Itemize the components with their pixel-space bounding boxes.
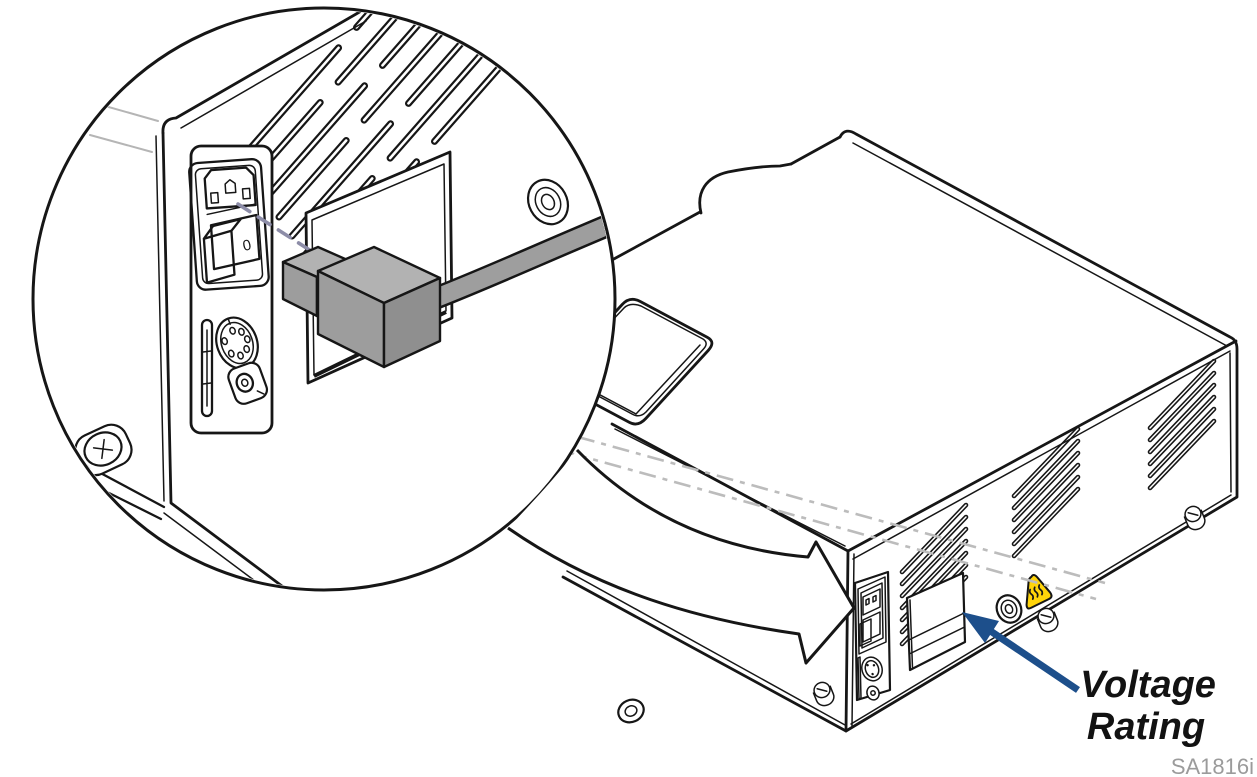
- vent-slat: [1013, 488, 1079, 557]
- vent-slat: [381, 10, 492, 67]
- vent-slat: [264, 84, 366, 200]
- mini-card-slot: [857, 656, 862, 700]
- vent-slat: [1149, 372, 1215, 441]
- power-switch: 0: [202, 213, 261, 284]
- vent-slat: [901, 528, 967, 597]
- rear-vents-middle: [1011, 426, 1081, 559]
- mini-aux-jack: [866, 685, 880, 701]
- vent-slat: [362, 10, 505, 122]
- magnifier-circle: [31, 6, 617, 592]
- voltage-rating-text-line2: Rating: [1087, 706, 1205, 748]
- device-foot: [617, 698, 645, 724]
- voltage-rating-text-line1: Voltage: [1080, 664, 1216, 706]
- vent-slat: [277, 139, 348, 219]
- vent-slat: [1013, 464, 1079, 533]
- vent-slat: [1149, 360, 1215, 429]
- vent-slat: [238, 46, 340, 162]
- vent-slat: [1013, 476, 1079, 545]
- mini-power-inlet: [862, 588, 881, 616]
- vent-slat: [1013, 440, 1079, 509]
- switch-marking: 0: [241, 237, 253, 255]
- mini-din-connector: [861, 656, 883, 682]
- device-topleft-edge: [610, 135, 842, 262]
- card-slot: [200, 318, 214, 418]
- panel-top-edge: [161, 10, 365, 135]
- power-plug: [281, 245, 442, 369]
- power-cable: [427, 213, 613, 307]
- voltage-rating-arrow: [962, 612, 1080, 693]
- corner-screw: [74, 423, 133, 477]
- vent-slat: [1149, 384, 1215, 453]
- aux-jack: [227, 361, 269, 405]
- handle-bump: [698, 162, 793, 215]
- vent-slat: [901, 516, 967, 585]
- rear-panel-edges: [844, 339, 1238, 733]
- power-inlet: [203, 166, 257, 210]
- din-connector: [215, 316, 259, 370]
- vent-slat: [1149, 396, 1215, 465]
- panel-left-edge: [161, 131, 332, 588]
- round-connector: [995, 594, 1023, 624]
- figure-id: SA1816i: [1171, 754, 1254, 777]
- cable-grommet: [526, 178, 570, 226]
- vent-slat: [1149, 420, 1215, 489]
- device-outline: [561, 129, 1239, 733]
- vent-slat: [901, 504, 967, 573]
- voltage-rating-label: [905, 571, 967, 672]
- mini-power-switch: [859, 611, 881, 647]
- vent-slat: [1013, 452, 1079, 521]
- rear-power-module: [853, 570, 892, 702]
- magnifier-arrow: [507, 448, 856, 665]
- inlet-pins: [209, 179, 251, 204]
- rear-vents-right: [1147, 358, 1217, 491]
- vent-slat: [1149, 408, 1215, 477]
- vent-slat: [336, 10, 479, 84]
